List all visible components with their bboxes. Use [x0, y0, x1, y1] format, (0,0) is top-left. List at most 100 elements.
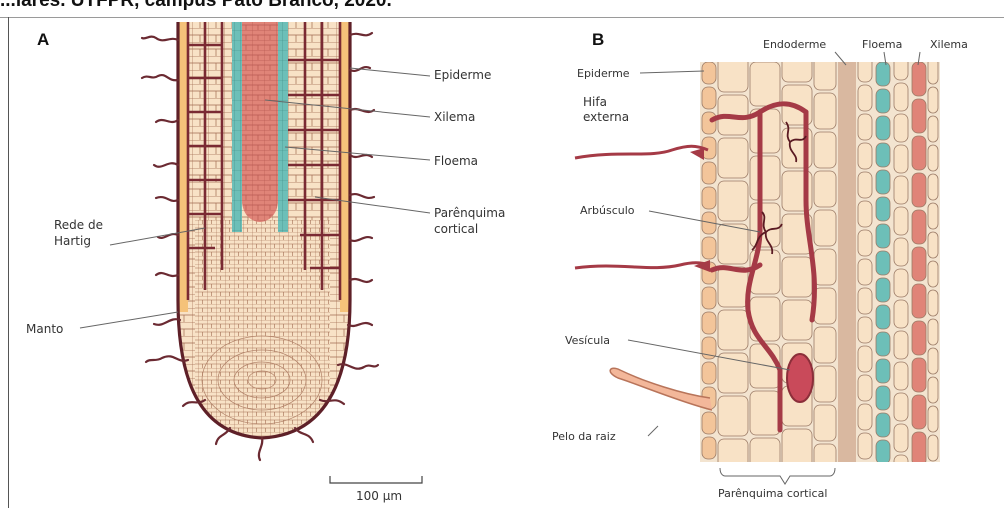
cell: [928, 319, 938, 345]
panel-b-letter: B: [592, 30, 604, 50]
cell: [912, 62, 926, 96]
label-a-parenquima-1: Parênquima: [434, 206, 505, 220]
cell: [702, 87, 716, 109]
cell: [814, 249, 836, 285]
cell: [894, 176, 908, 204]
cell: [928, 87, 938, 113]
cell: [876, 143, 890, 167]
xylem-column: [242, 22, 278, 222]
cell: [876, 359, 890, 383]
cell: [814, 288, 836, 324]
scale-bar: [330, 476, 422, 483]
cell: [858, 85, 872, 111]
root-tissue: [170, 20, 360, 440]
label-a-xilema: Xilema: [434, 110, 475, 124]
cell: [750, 391, 780, 435]
cell: [928, 435, 938, 461]
cell: [858, 230, 872, 256]
cell: [928, 406, 938, 432]
cell: [858, 404, 872, 430]
cell: [894, 207, 908, 235]
cell: [894, 455, 908, 483]
cell: [912, 99, 926, 133]
cell: [858, 201, 872, 227]
cell: [718, 138, 748, 178]
cell: [718, 310, 748, 350]
cell: [702, 62, 716, 84]
cell: [876, 224, 890, 248]
root-hair: [610, 368, 712, 410]
cell: [750, 203, 780, 247]
cell: [858, 114, 872, 140]
cell: [912, 395, 926, 429]
cell: [750, 438, 780, 482]
cell: [718, 181, 748, 221]
cell: [876, 197, 890, 221]
cell: [894, 238, 908, 266]
cell: [912, 136, 926, 170]
label-b-pelo: Pelo da raiz: [552, 430, 616, 443]
cell: [876, 278, 890, 302]
label-b-endoderme: Endoderme: [763, 38, 826, 51]
label-a-floema: Floema: [434, 154, 478, 168]
cell: [928, 174, 938, 200]
cell: [702, 112, 716, 134]
cell: [702, 362, 716, 384]
cell: [858, 317, 872, 343]
vesicle: [787, 354, 813, 402]
cell: [718, 224, 748, 264]
label-b-hifa-1: Hifa: [583, 95, 607, 109]
cell: [912, 321, 926, 355]
label-a-parenquima-2: cortical: [434, 222, 478, 236]
cell: [912, 358, 926, 392]
phloem-left: [232, 22, 242, 232]
cell: [876, 440, 890, 464]
cell: [928, 290, 938, 316]
cell: [814, 327, 836, 363]
cell: [814, 171, 836, 207]
cell: [928, 203, 938, 229]
cell: [782, 300, 812, 340]
cell: [894, 300, 908, 328]
cell: [894, 269, 908, 297]
cell: [858, 172, 872, 198]
cell: [858, 259, 872, 285]
label-b-xilema: Xilema: [930, 38, 968, 51]
label-a-epiderme: Epiderme: [434, 68, 491, 82]
cell: [702, 187, 716, 209]
cell: [858, 288, 872, 314]
label-a-manto: Manto: [26, 322, 63, 336]
cell: [814, 93, 836, 129]
cell: [894, 52, 908, 80]
cell: [912, 173, 926, 207]
label-b-epiderme: Epiderme: [577, 67, 630, 80]
label-b-hifa-2: externa: [583, 110, 629, 124]
label-b-vesicula: Vesícula: [565, 334, 610, 347]
cell: [814, 366, 836, 402]
cell: [894, 83, 908, 111]
cell: [928, 377, 938, 403]
cell: [858, 375, 872, 401]
cell: [876, 332, 890, 356]
cell: [894, 424, 908, 452]
cell: [702, 412, 716, 434]
cell: [894, 114, 908, 142]
external-hypha-lower: [575, 263, 710, 268]
scale-bar-label: 100 μm: [356, 489, 402, 503]
cell: [782, 257, 812, 297]
cell: [876, 62, 890, 86]
cell: [782, 429, 812, 469]
cortex-brace: [720, 468, 835, 484]
external-hypha-upper: [575, 146, 708, 158]
cell: [858, 56, 872, 82]
cell: [702, 237, 716, 259]
label-a-rede-1: Rede de: [54, 218, 103, 232]
cell: [876, 116, 890, 140]
cell: [876, 170, 890, 194]
cell: [858, 346, 872, 372]
cell: [718, 439, 748, 479]
cell: [876, 89, 890, 113]
cell: [928, 145, 938, 171]
cell: [928, 261, 938, 287]
cell: [894, 393, 908, 421]
